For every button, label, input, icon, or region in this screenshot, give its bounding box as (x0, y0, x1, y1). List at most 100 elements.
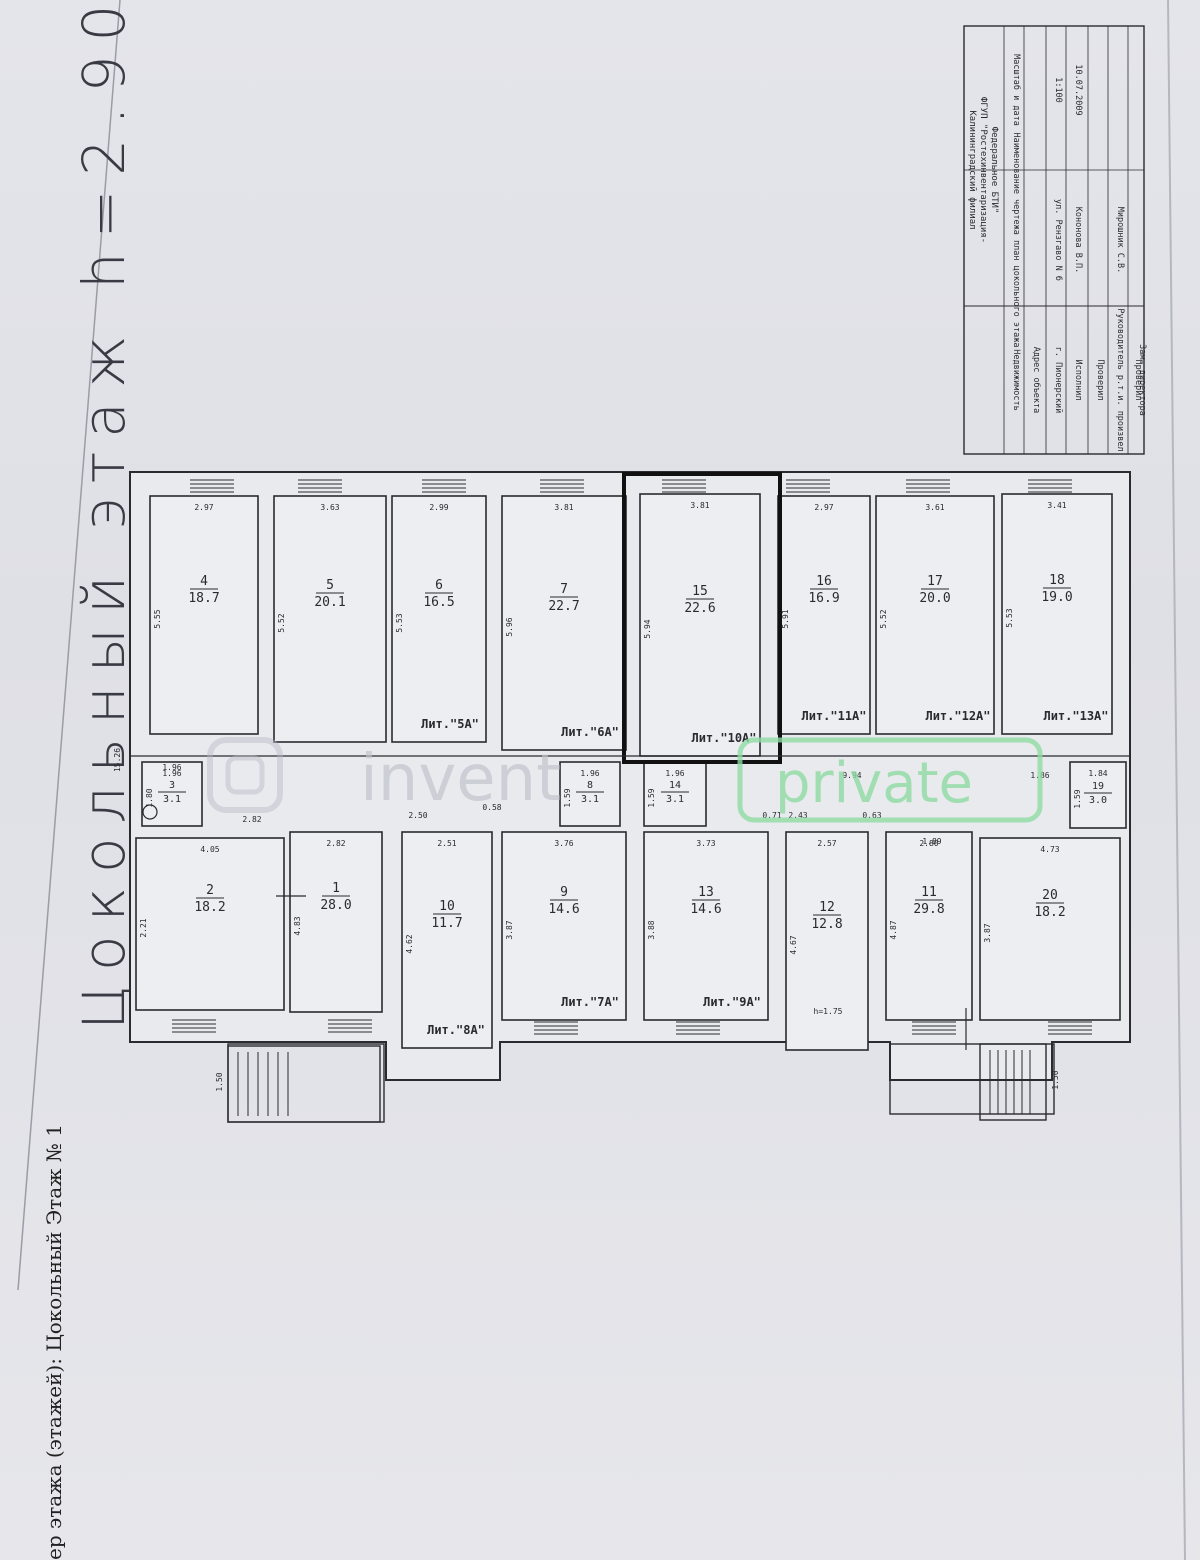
room-area: 3.1 (163, 794, 181, 805)
room-area: 16.9 (808, 591, 839, 606)
room-outline (885, 831, 973, 1021)
room-number: 6 (435, 578, 443, 593)
room-14: 143.11.961.59 (643, 761, 707, 827)
window-icon (786, 479, 830, 493)
window-icon (534, 1021, 578, 1035)
stamp-row-label: Руководитель р.т.и. произвел (1115, 308, 1125, 451)
room-width-dim: 4.05 (200, 845, 219, 854)
room-height-dim: 3.88 (647, 920, 656, 939)
window-icon (912, 1021, 956, 1035)
room-number: 16 (816, 574, 832, 589)
room-outline (141, 761, 203, 827)
stairs-frame (227, 1045, 381, 1123)
window-icon (1028, 479, 1072, 493)
room-number: 7 (560, 582, 568, 597)
room-area: 18.2 (1034, 905, 1065, 920)
room-number: 1 (332, 881, 340, 896)
room-20: 20 18.2 4.73 3.87 (979, 837, 1121, 1021)
room-height-dim: 5.52 (879, 609, 888, 628)
stamp-row-label: г. Пионерский (1053, 347, 1063, 414)
room-number: 15 (692, 584, 708, 599)
room-number: 5 (326, 578, 334, 593)
stamp-row-label: Адрес объекта (1031, 347, 1042, 414)
room-number: 20 (1042, 888, 1058, 903)
room-width-dim: 2.51 (437, 839, 456, 848)
room-height-dim: 1.59 (647, 788, 656, 807)
stamp-row-extra: 1:100 (1053, 77, 1063, 103)
sheet-edge-left (17, 0, 121, 1291)
room-number: 9 (560, 885, 568, 900)
room-area: 3.1 (581, 794, 599, 805)
room-height-dim: 5.91 (781, 609, 790, 628)
room-area: 3.1 (666, 794, 684, 805)
dimension-label: h=1.75 (814, 1007, 843, 1016)
stamp-row-label: Проверил (1095, 360, 1105, 401)
dimension-label: 15.26 (113, 748, 122, 772)
dimension-label: 0.71 (762, 811, 781, 820)
room-height-dim: 5.96 (505, 617, 514, 636)
room-outline (1069, 761, 1127, 829)
room-number: 19 (1092, 781, 1104, 792)
room-outline (639, 493, 761, 757)
window-icon (906, 479, 950, 493)
room-area: 11.7 (431, 916, 462, 931)
room-width-dim: 2.80 (919, 839, 938, 848)
room-area: 12.8 (811, 917, 842, 932)
stamp-row-value: Кононова В.П. (1073, 207, 1083, 274)
room-area: 20.1 (314, 595, 345, 610)
room-height-dim: 4.87 (889, 920, 898, 939)
room-height-dim: 5.53 (1005, 608, 1014, 627)
dimension-label: 2.43 (788, 811, 807, 820)
room-lit-label: Лит."8А" (427, 1023, 485, 1037)
room-outline (643, 831, 769, 1021)
room-number: 8 (587, 780, 593, 791)
room-outline (1001, 493, 1113, 735)
room-outline (149, 495, 259, 735)
room-width-dim: 1.96 (162, 769, 181, 778)
room-area: 20.0 (919, 591, 950, 606)
room-number: 13 (698, 885, 714, 900)
room-width-dim: 3.76 (554, 839, 573, 848)
window-icon (172, 1019, 216, 1033)
room-outline (289, 831, 383, 1013)
room-outline (875, 495, 995, 735)
dimension-label: 9.94 (842, 771, 861, 780)
toilet-icon (142, 804, 158, 820)
room-outline (785, 831, 869, 1051)
room-height-dim: 1.59 (563, 788, 572, 807)
stamp-row-value: Мирошник С.В. (1115, 207, 1125, 274)
window-icon (190, 479, 234, 493)
room-height-dim: 5.52 (277, 613, 286, 632)
window-icon (1048, 1021, 1092, 1035)
room-height-dim: 3.87 (505, 920, 514, 939)
room-number: 18 (1049, 573, 1065, 588)
dimension-label: 1.86 (1030, 771, 1049, 780)
room-lit-label: Лит."9А" (703, 995, 761, 1009)
room-number: 12 (819, 900, 835, 915)
stamp-org-line: Калининградский филиал (967, 110, 977, 229)
room-number: 3 (169, 780, 175, 791)
room-height-dim: 1.59 (1073, 789, 1082, 808)
room-area: 18.2 (194, 900, 225, 915)
dimension-label: 1.50 (1051, 1070, 1060, 1089)
room-height-dim: 1.80 (145, 788, 154, 807)
room-width-dim: 1.96 (580, 769, 599, 778)
window-icon (676, 1021, 720, 1035)
room-height-dim: 3.87 (983, 923, 992, 942)
room-outline (979, 837, 1121, 1021)
room-width-dim: 2.97 (194, 503, 213, 512)
room-width-dim: 4.73 (1040, 845, 1059, 854)
stamp-row-extra: 10.07.2009 (1073, 64, 1083, 115)
stamp-row-extra: Масштаб и дата (1011, 54, 1022, 126)
room-5: 520.13.635.52 (273, 495, 387, 743)
room-lit-label: Лит."7А" (561, 995, 619, 1009)
room-outline (501, 831, 627, 1021)
